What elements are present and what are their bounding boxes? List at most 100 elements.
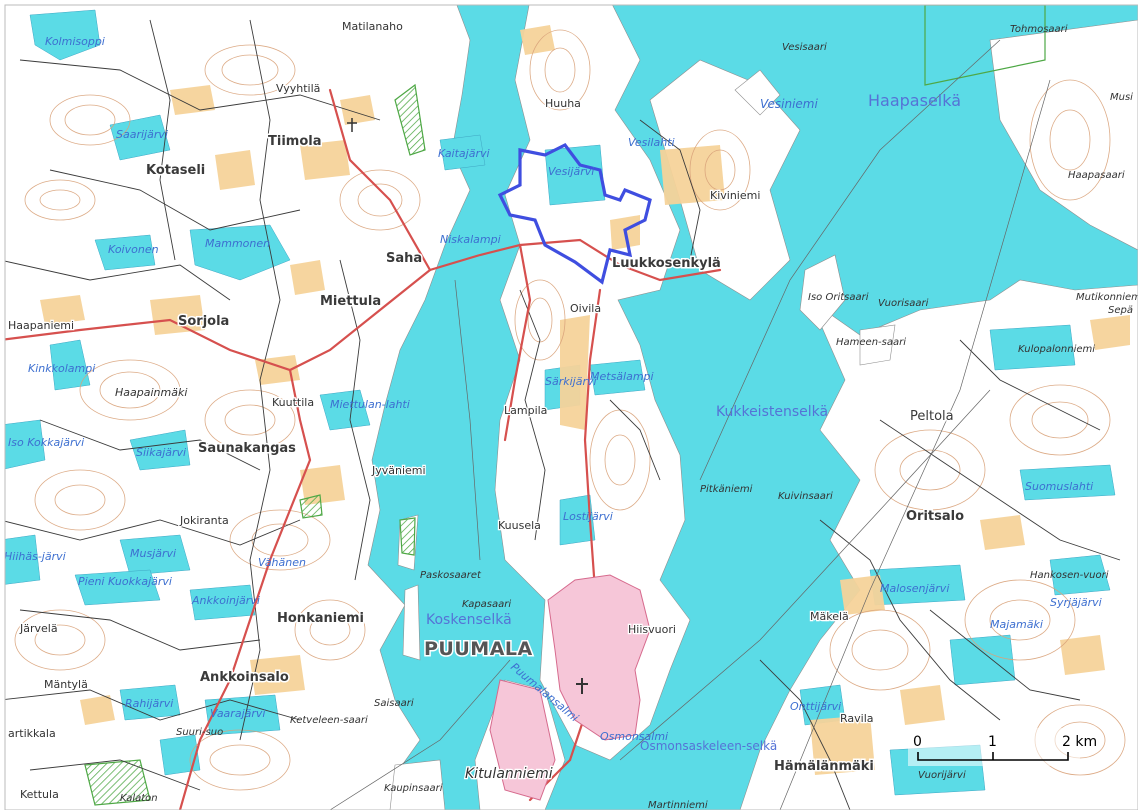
town-label-puumala: PUUMALA bbox=[424, 638, 533, 660]
island-label: Kalaton bbox=[120, 793, 158, 804]
island-label: Kapasaari bbox=[462, 599, 511, 610]
lake-label: Miettulan-lahti bbox=[330, 398, 410, 411]
island-label: Haapasaari bbox=[1068, 170, 1125, 181]
local-label: Kiviniemi bbox=[710, 189, 760, 202]
local-label: Oivila bbox=[570, 302, 601, 315]
local-label: Huuha bbox=[545, 97, 581, 110]
urban-area-south bbox=[489, 679, 556, 801]
local-label: Haapainmäki bbox=[115, 386, 187, 399]
island-label: Hankosen-vuori bbox=[1030, 570, 1109, 581]
island-label: Paskosaaret bbox=[420, 570, 482, 581]
island-label: Suuri-suo bbox=[176, 727, 223, 738]
scale-label-two-km: 2 km bbox=[1062, 734, 1097, 750]
lake-label: Rahijärvi bbox=[125, 697, 173, 710]
local-label: artikkala bbox=[8, 727, 56, 740]
local-label: Kitulanniemi bbox=[465, 766, 553, 782]
map-frame bbox=[4, 4, 1138, 810]
lake-label: Onttijärvi bbox=[790, 700, 841, 713]
lake-label: Vähänen bbox=[258, 556, 306, 569]
lake-label: Iso Kokkajärvi bbox=[8, 436, 84, 449]
village-label-saha: Saha bbox=[386, 251, 422, 266]
fields bbox=[40, 25, 1130, 775]
lake-label: Suomuslahti bbox=[1025, 480, 1093, 493]
island-label: Sepä bbox=[1108, 305, 1133, 316]
lake-region-label: Haapaselkä bbox=[868, 91, 961, 110]
lake-label: Kaitajärvi bbox=[438, 147, 490, 160]
village-label-ankkoinsalo: Ankkoinsalo bbox=[200, 670, 289, 685]
local-label: Kettula bbox=[20, 788, 59, 801]
local-label: Hiisvuori bbox=[628, 623, 676, 636]
local-label: Järvelä bbox=[19, 622, 58, 635]
lake-label: Syrjäjärvi bbox=[1050, 596, 1102, 609]
scale-label-zero: 0 bbox=[913, 734, 922, 750]
island-label: Martinniemi bbox=[648, 800, 708, 810]
island-label: Tohmosaari bbox=[1010, 24, 1068, 35]
lake-label: Musjärvi bbox=[130, 547, 176, 560]
village-label-miettula: Miettula bbox=[320, 294, 381, 309]
lake-label: Vesijärvi bbox=[548, 165, 594, 178]
village-label-tiimola: Tiimola bbox=[268, 134, 322, 149]
lake-label: Metsälampi bbox=[590, 370, 654, 383]
local-label: Ravila bbox=[840, 712, 874, 725]
village-label-honkaniemi: Honkaniemi bbox=[277, 611, 364, 626]
lake-region-label: Kukkeistenselkä bbox=[716, 404, 828, 420]
lake-label: Vaarajärvi bbox=[210, 707, 265, 720]
lake-label: Siikajärvi bbox=[136, 446, 186, 459]
local-label: Haapaniemi bbox=[8, 319, 74, 332]
lake-label: Niskalampi bbox=[440, 233, 501, 246]
island-label: Mutikonniemi bbox=[1076, 292, 1138, 303]
lake-label: Lostijärvi bbox=[563, 510, 613, 523]
island-label: Hameen-saari bbox=[836, 337, 906, 348]
lake-label: Kolmisoppi bbox=[45, 35, 105, 48]
protected-areas bbox=[84, 5, 1046, 806]
minor-roads bbox=[5, 19, 1121, 810]
island-label: Ketveleen-saari bbox=[290, 715, 368, 726]
lake-label: Koivonen bbox=[108, 243, 159, 256]
municipal-boundary bbox=[497, 142, 652, 285]
inland-lakes bbox=[5, 9, 1116, 796]
island-label: Vuorijärvi bbox=[918, 770, 966, 781]
local-label: Kuusela bbox=[498, 519, 541, 532]
lake-label: Vesilahti bbox=[628, 136, 675, 149]
local-label: Jyväniemi bbox=[371, 464, 426, 477]
island-label: Vuorisaari bbox=[878, 298, 929, 309]
lake-label: Särkijärvi bbox=[545, 375, 597, 388]
island-label: Musi bbox=[1110, 92, 1133, 103]
lake-label: Osmonsalmi bbox=[600, 730, 668, 743]
local-label: Kuuttila bbox=[272, 396, 314, 409]
island-label: Vesisaari bbox=[782, 42, 827, 53]
lake-label: Ankkoinjärvi bbox=[191, 594, 260, 607]
lake-region-label: Osmonsaskeleen-selkä bbox=[640, 739, 777, 753]
scale-bar: 0 1 2 km bbox=[908, 728, 1097, 766]
island-label: Kaupinsaari bbox=[384, 783, 443, 794]
contour-lines bbox=[14, 29, 1126, 791]
local-label: Matilanaho bbox=[342, 20, 403, 33]
lake-label: Majamäki bbox=[990, 618, 1043, 631]
lake-label: Malosenjärvi bbox=[880, 582, 949, 595]
village-label-peltola: Peltola bbox=[910, 409, 954, 424]
island-label: Saisaari bbox=[374, 698, 414, 709]
lake-region-label: Koskenselkä bbox=[426, 612, 512, 628]
village-label-hamalanmaki: Hämälänmäki bbox=[774, 759, 874, 774]
local-label: Lampila bbox=[504, 404, 547, 417]
church-icon bbox=[576, 678, 588, 694]
lake-label: Pieni Kuokkajärvi bbox=[78, 575, 172, 588]
island-label: Pitkäniemi bbox=[700, 484, 753, 495]
scale-label-one: 1 bbox=[988, 734, 997, 750]
island-label: Iso Oritsaari bbox=[808, 292, 869, 303]
village-label-sorjola: Sorjola bbox=[178, 314, 229, 329]
lake-label: Hiihäs-järvi bbox=[4, 550, 66, 563]
lake-label: Kinkkolampi bbox=[28, 362, 95, 375]
urban-area bbox=[547, 574, 651, 741]
lake-label: Mammonen bbox=[205, 237, 270, 250]
lookout-icon bbox=[347, 118, 357, 132]
village-label-kotaseli: Kotaseli bbox=[146, 163, 205, 178]
village-label-saunakangas: Saunakangas bbox=[198, 441, 296, 456]
local-label: Jokiranta bbox=[179, 514, 229, 527]
village-label-oritsalo: Oritsalo bbox=[906, 509, 964, 524]
village-label-luukkosenkyla: Luukkosenkylä bbox=[612, 256, 721, 271]
local-label: Vyyhtilä bbox=[276, 82, 320, 95]
local-label: Mäkelä bbox=[810, 610, 849, 623]
